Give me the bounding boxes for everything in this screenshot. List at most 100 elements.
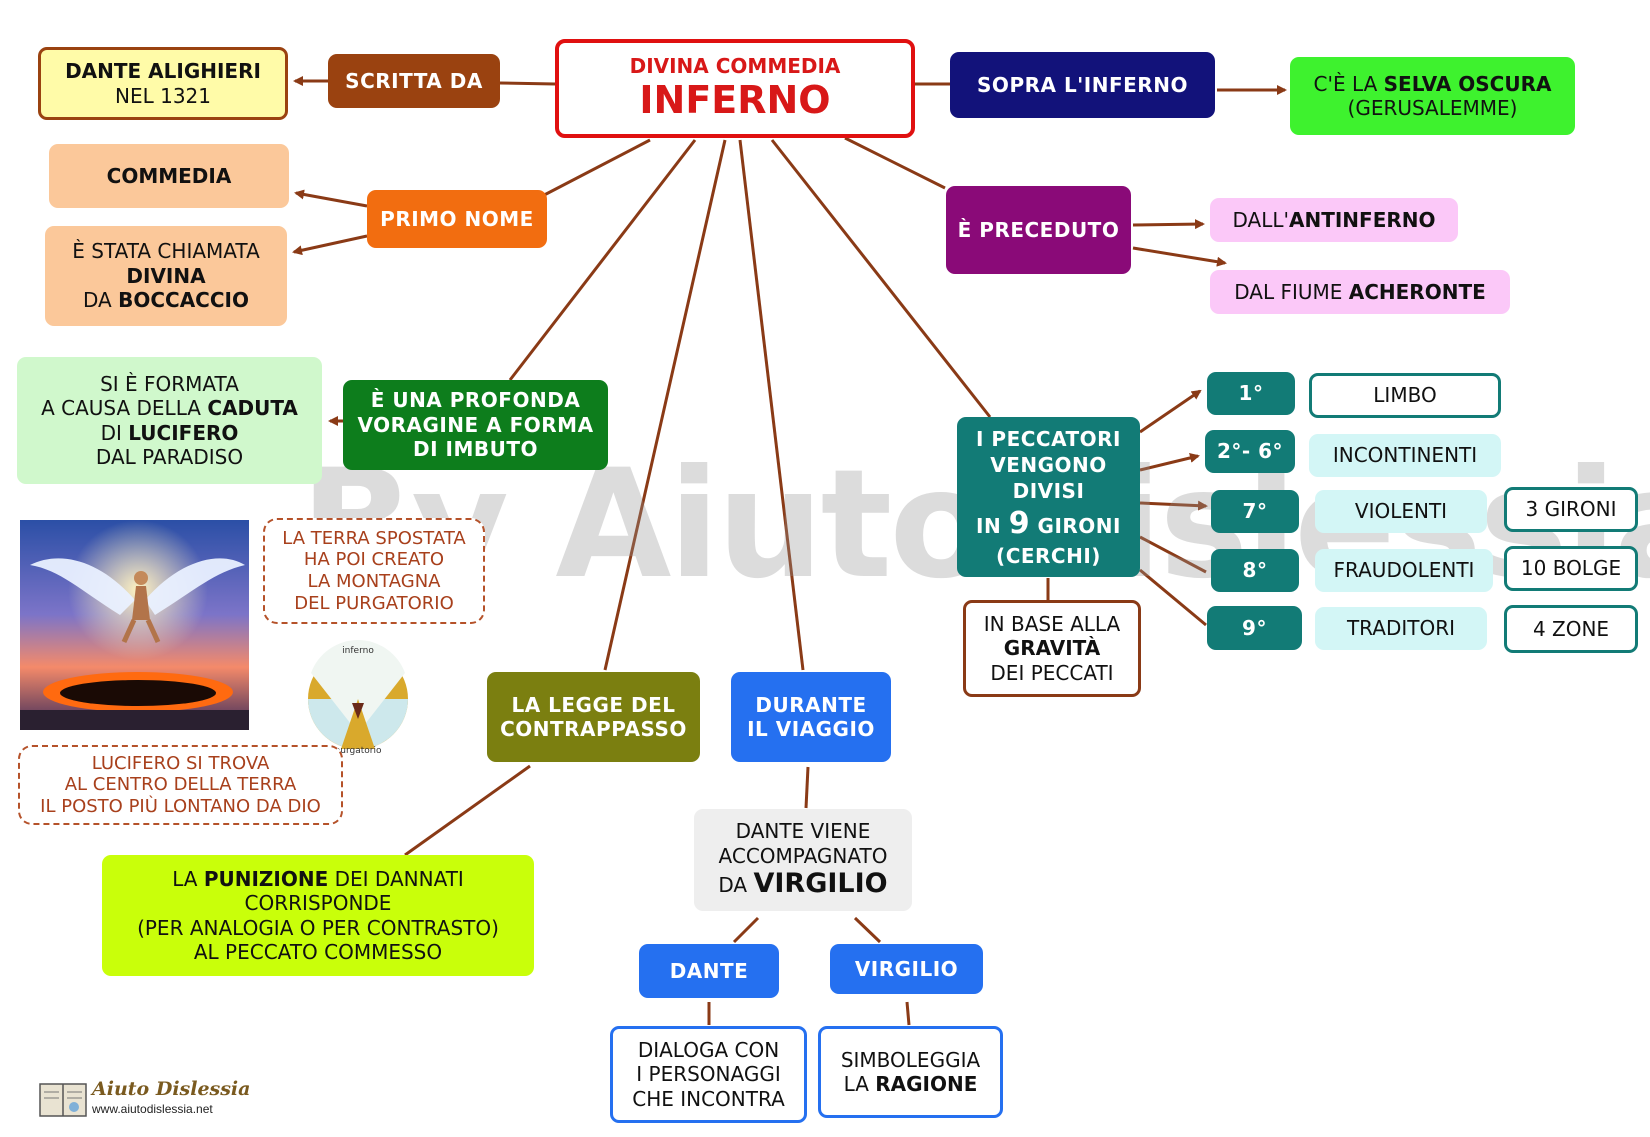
preceduto-node: È PRECEDUTO [946, 186, 1131, 274]
viaggio-line-2: IL VIAGGIO [747, 717, 875, 741]
preceduto-label: È PRECEDUTO [957, 217, 1120, 242]
chiamata-line-1: È STATA CHIAMATA [72, 239, 260, 264]
logo-url: www.aiutodislessia.net [92, 1102, 213, 1116]
dialoga-line-3: CHE INCONTRA [632, 1086, 785, 1111]
lucifero-line-3: IL POSTO PIÙ LONTANO DA DIO [40, 795, 321, 817]
primo-nome-node: PRIMO NOME [367, 190, 547, 248]
voragine-node: È UNA PROFONDA VORAGINE A FORMA DI IMBUT… [343, 380, 608, 470]
acheronte-node: DAL FIUME ACHERONTE [1210, 270, 1510, 314]
terra-spostata-note: LA TERRA SPOSTATA HA POI CREATO LA MONTA… [263, 518, 485, 624]
dante-label: DANTE [669, 958, 749, 983]
dialoga-line-1: DIALOGA CON [637, 1037, 780, 1062]
peccatori-line-5: (CERCHI) [996, 543, 1101, 568]
accompagnato-line-1: DANTE VIENE [735, 819, 871, 844]
logo-name: Aiuto Dislessia [92, 1078, 251, 1100]
peccatori-line-3: DIVISI [1012, 478, 1085, 503]
cerchio-9-name: TRADITORI [1315, 607, 1487, 650]
punizione-line-1: LA PUNIZIONE DEI DANNATI [172, 866, 464, 891]
scritta-da-label: SCRITTA DA [345, 68, 483, 93]
book-logo-icon [39, 1083, 87, 1117]
caduta-line-1: SI È FORMATA [100, 371, 239, 396]
punizione-line-4: AL PECCATO COMMESSO [193, 939, 443, 964]
gravita-line-1: IN BASE ALLA [983, 611, 1121, 636]
central-node: DIVINA COMMEDIA INFERNO [555, 39, 915, 138]
sopra-inferno-label: SOPRA L'INFERNO [977, 72, 1188, 97]
cerchio-7-number: 7° [1211, 490, 1299, 533]
cerchio-9-extra: 4 ZONE [1504, 605, 1638, 653]
selva-oscura-node: C'È LA SELVA OSCURA (GERUSALEMME) [1290, 57, 1575, 135]
voragine-line-2: VORAGINE A FORMA [357, 412, 594, 437]
gravita-node: IN BASE ALLA GRAVITÀ DEI PECCATI [963, 600, 1141, 697]
cerchio-8-extra: 10 BOLGE [1504, 546, 1638, 591]
viaggio-node: DURANTE IL VIAGGIO [731, 672, 891, 762]
author-node: DANTE ALIGHIERI NEL 1321 [38, 47, 288, 120]
cerchio-7-name: VIOLENTI [1315, 490, 1487, 533]
contrappasso-line-1: LA LEGGE DEL [511, 692, 676, 717]
ragione-line-1: SIMBOLEGGIA [840, 1047, 981, 1072]
peccatori-line-4: IN 9 GIRONI [976, 505, 1121, 541]
ragione-line-2: LA RAGIONE [843, 1072, 978, 1096]
gravita-line-2: GRAVITÀ [1003, 636, 1101, 661]
selva-line-1: C'È LA SELVA OSCURA [1313, 71, 1552, 96]
mini-diagram-bottom-label: purgatorio [335, 746, 382, 756]
accompagnato-node: DANTE VIENE ACCOMPAGNATO DA VIRGILIO [694, 809, 912, 911]
peccatori-node: I PECCATORI VENGONO DIVISI IN 9 GIRONI (… [957, 417, 1140, 577]
dialoga-line-2: I PERSONAGGI [636, 1062, 781, 1087]
commedia-text: COMMEDIA [106, 163, 232, 188]
terra-line-2: HA POI CREATO [303, 549, 445, 571]
dante-node: DANTE [639, 944, 779, 998]
cerchio-2-6-number: 2°- 6° [1205, 430, 1295, 473]
cerchio-9-number: 9° [1207, 606, 1302, 650]
accompagnato-line-2: ACCOMPAGNATO [718, 843, 888, 868]
caduta-node: SI È FORMATA A CAUSA DELLA CADUTA DI LUC… [17, 357, 322, 484]
author-year: NEL 1321 [115, 83, 211, 108]
lucifero-line-2: AL CENTRO DELLA TERRA [64, 774, 297, 796]
mini-diagram-top-label: inferno [342, 646, 374, 656]
cerchio-1-number: 1° [1207, 372, 1295, 415]
virgilio-node: VIRGILIO [830, 944, 983, 994]
accompagnato-line-3: DA VIRGILIO [718, 867, 888, 899]
cerchio-8-name: FRAUDOLENTI [1315, 549, 1493, 592]
cerchio-1-name: LIMBO [1309, 373, 1501, 418]
ragione-node: SIMBOLEGGIA LA RAGIONE [818, 1026, 1003, 1118]
chiamata-node: È STATA CHIAMATA DIVINA DA BOCCACCIO [45, 226, 287, 326]
antinferno-node: DALL'ANTINFERNO [1210, 198, 1458, 242]
punizione-line-2: CORRISPONDE [244, 891, 392, 916]
lucifero-centro-note: LUCIFERO SI TROVA AL CENTRO DELLA TERRA … [18, 745, 343, 825]
caduta-line-3: DI LUCIFERO [100, 420, 239, 445]
central-subtitle: DIVINA COMMEDIA [629, 54, 841, 79]
peccatori-line-2: VENGONO [990, 452, 1107, 477]
voragine-line-1: È UNA PROFONDA [370, 388, 581, 413]
terra-line-1: LA TERRA SPOSTATA [282, 527, 466, 549]
chiamata-line-2: DIVINA [126, 263, 206, 288]
scritta-da-node: SCRITTA DA [328, 54, 500, 108]
lucifer-fall-illustration [20, 520, 249, 730]
central-title: INFERNO [639, 77, 831, 122]
cerchio-8-number: 8° [1211, 549, 1299, 592]
cerchio-7-extra: 3 GIRONI [1504, 487, 1638, 532]
primo-nome-label: PRIMO NOME [380, 206, 534, 231]
sopra-inferno-node: SOPRA L'INFERNO [950, 52, 1215, 118]
contrappasso-node: LA LEGGE DEL CONTRAPPASSO [487, 672, 700, 762]
viaggio-line-1: DURANTE [755, 692, 867, 717]
caduta-line-4: DAL PARADISO [95, 444, 244, 469]
virgilio-label: VIRGILIO [854, 956, 959, 981]
voragine-line-3: DI IMBUTO [413, 437, 538, 462]
antinferno-text: DALL'ANTINFERNO [1232, 207, 1436, 232]
contrappasso-line-2: CONTRAPPASSO [500, 717, 687, 741]
peccatori-line-1: I PECCATORI [976, 426, 1121, 451]
selva-line-2: (GERUSALEMME) [1347, 96, 1518, 120]
caduta-line-2: A CAUSA DELLA CADUTA [41, 396, 298, 421]
dialoga-node: DIALOGA CON I PERSONAGGI CHE INCONTRA [610, 1026, 807, 1123]
author-name: DANTE ALIGHIERI [65, 59, 261, 84]
acheronte-text: DAL FIUME ACHERONTE [1234, 279, 1486, 304]
cerchio-2-6-name: INCONTINENTI [1309, 434, 1501, 477]
gravita-line-3: DEI PECCATI [990, 660, 1114, 685]
inferno-purgatorio-diagram: inferno purgatorio [308, 640, 408, 756]
chiamata-line-3: DA BOCCACCIO [83, 288, 249, 313]
terra-line-3: LA MONTAGNA [307, 571, 441, 592]
punizione-node: LA PUNIZIONE DEI DANNATI CORRISPONDE (PE… [102, 855, 534, 976]
lucifero-line-1: LUCIFERO SI TROVA [91, 752, 270, 774]
terra-line-4: DEL PURGATORIO [294, 592, 454, 614]
